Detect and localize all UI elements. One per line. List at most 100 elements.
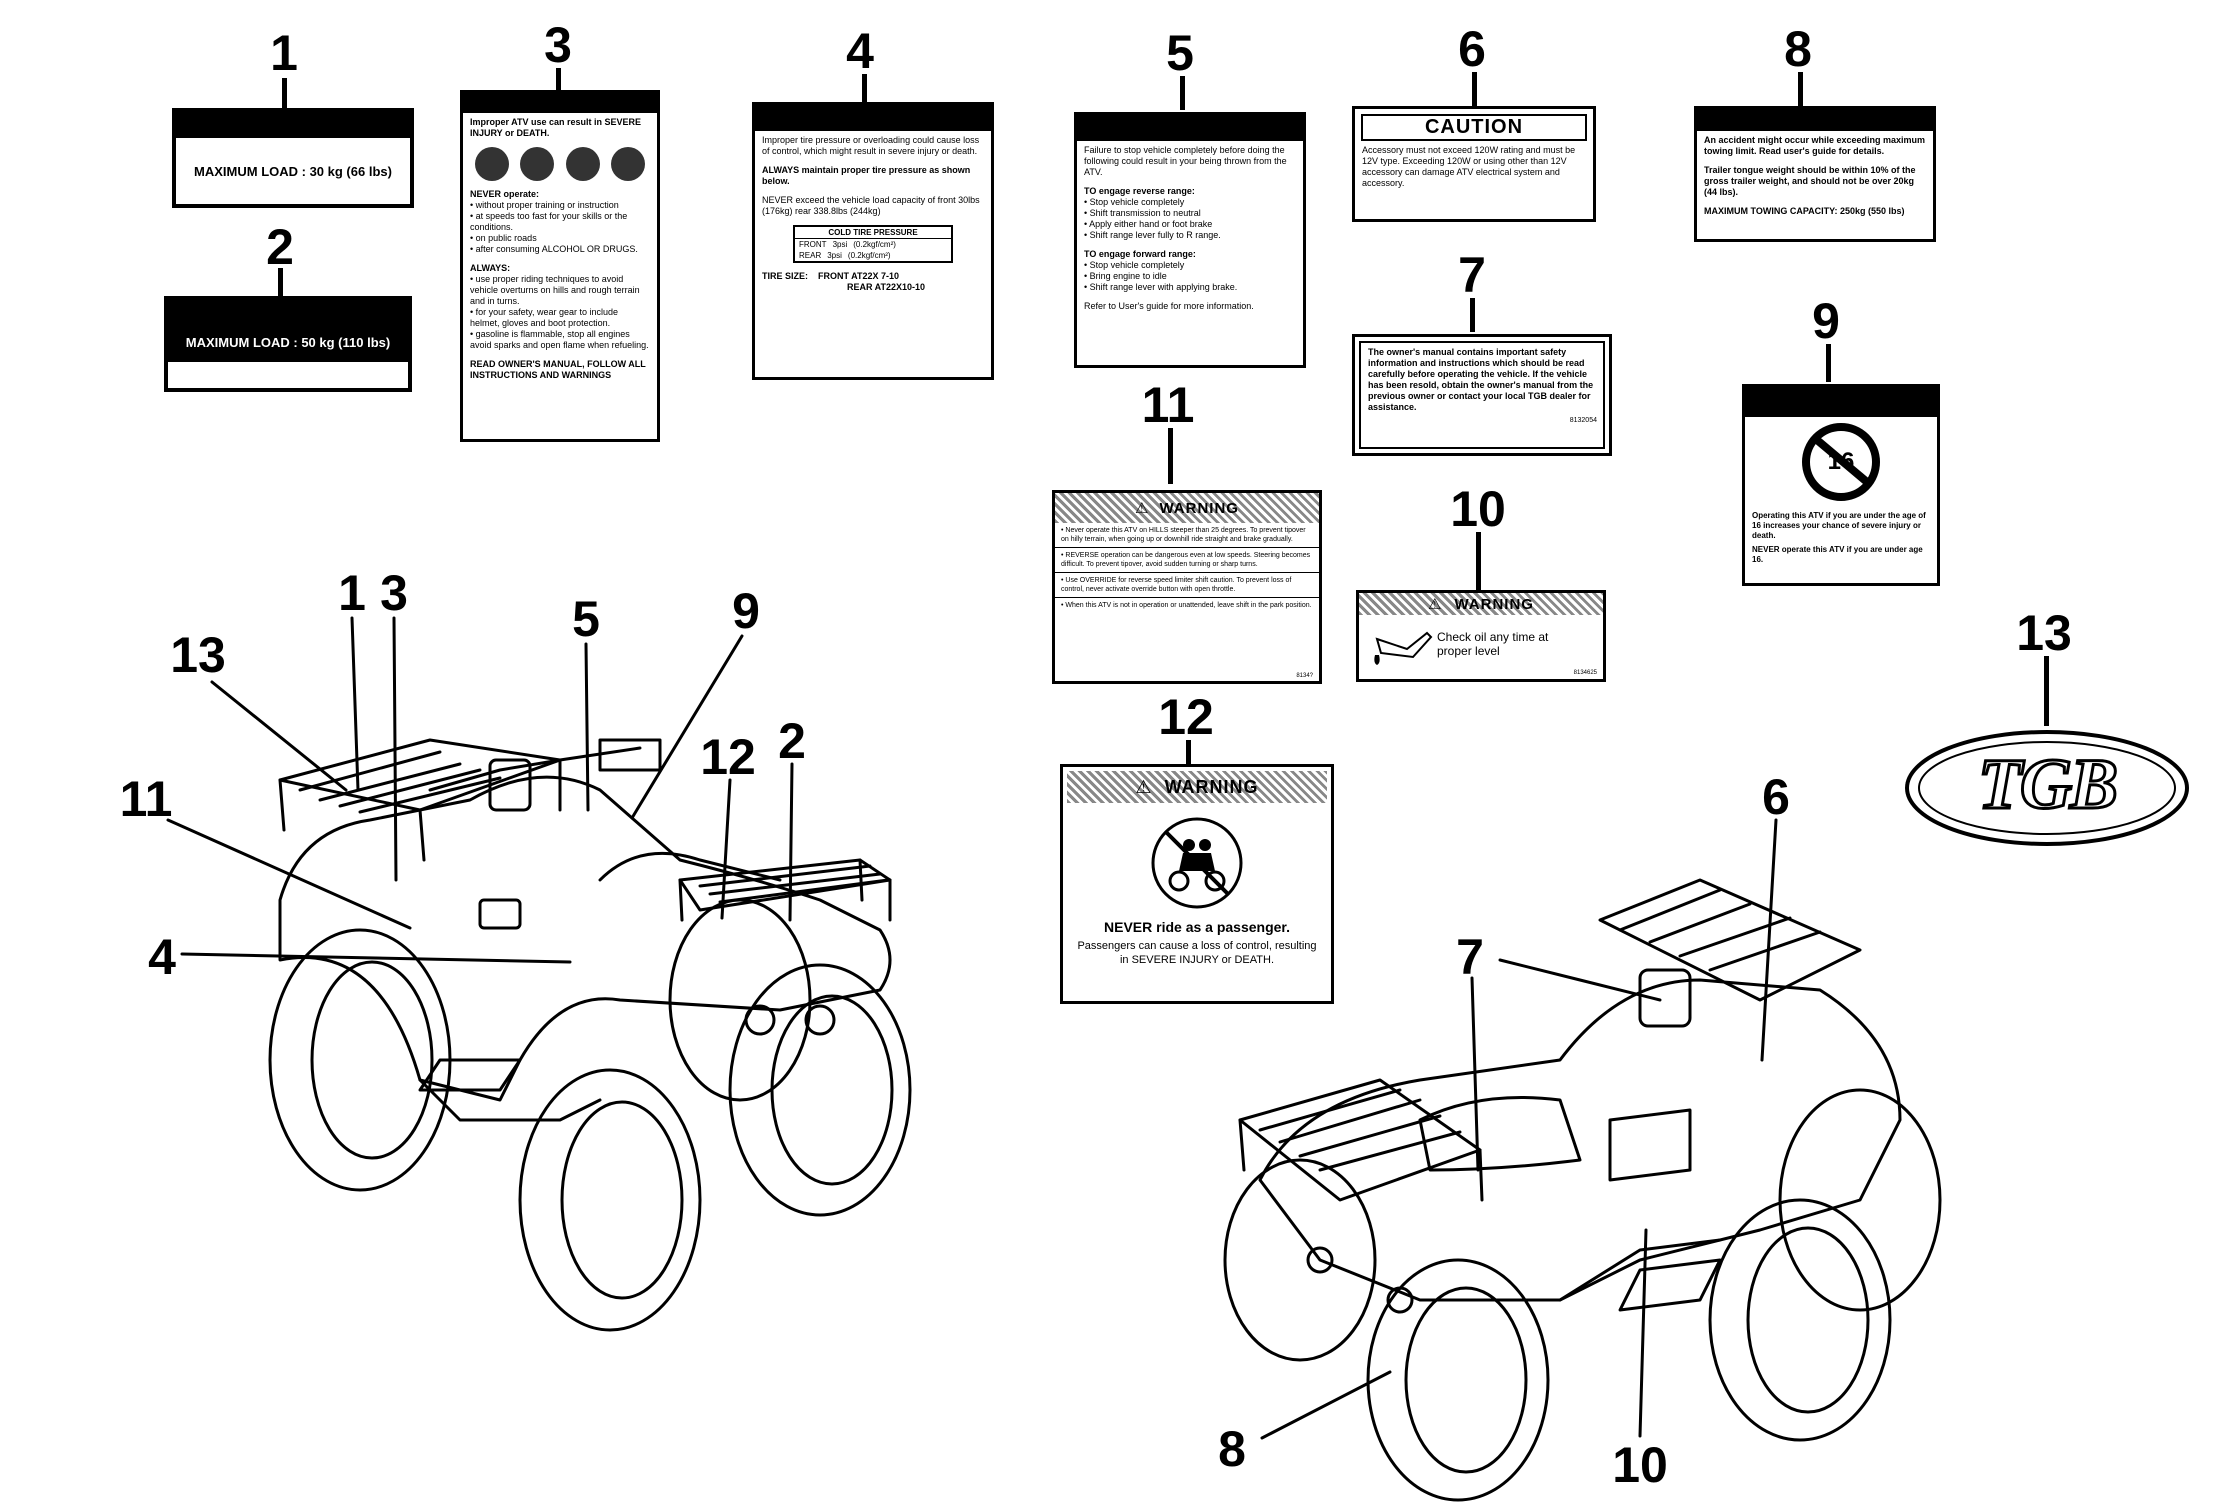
leader-line — [862, 74, 867, 102]
leader-line — [1798, 72, 1803, 106]
leader-line — [1168, 428, 1173, 484]
label-3-footer: READ OWNER'S MANUAL, FOLLOW ALL INSTRUCT… — [470, 359, 646, 380]
label-8-towing-warning: An accident might occur while exceeding … — [1694, 106, 1936, 242]
callout-6: 6 — [1458, 21, 1486, 77]
no-alcohol-icon — [611, 147, 646, 181]
tgb-emblem: TGB — [1902, 726, 2192, 850]
label-5-footer: Refer to User's guide for more informati… — [1084, 301, 1254, 311]
label-7-owners-manual: The owner's manual contains important sa… — [1352, 334, 1612, 456]
label-11-code: 8134? — [1296, 673, 1313, 679]
label-12-title: WARNING — [1164, 776, 1259, 797]
callout-13: 13 — [170, 627, 226, 683]
callout-12: 12 — [700, 729, 756, 785]
label-4-tire-size: TIRE SIZE: FRONT AT22X 7-10 — [755, 267, 991, 282]
emblem-oval-icon — [1905, 730, 2189, 846]
leader-line — [1472, 72, 1477, 106]
label-10-header: ⚠ WARNING — [1359, 593, 1603, 615]
oil-can-icon — [1374, 631, 1433, 665]
callout-9: 9 — [1812, 293, 1840, 349]
tire-size-label: TIRE SIZE: — [762, 271, 809, 281]
no-road-icon — [565, 147, 600, 181]
callout-2: 2 — [266, 219, 294, 275]
leader-line — [556, 68, 561, 90]
label-11-item: • REVERSE operation can be dangerous eve… — [1055, 548, 1319, 573]
label-10-body: Check oil any time at proper level — [1359, 615, 1603, 673]
callout-8: 8 — [1784, 21, 1812, 77]
table-cell: REAR — [799, 251, 822, 260]
callout-1: 1 — [338, 565, 366, 621]
label-3-never-item: • after consuming ALCOHOL OR DRUGS. — [470, 244, 638, 254]
label-4-tire-pressure: Improper tire pressure or overloading co… — [752, 102, 994, 380]
label-3-always-item: • gasoline is flammable, stop all engine… — [470, 329, 649, 350]
label-3-never-item: • on public roads — [470, 233, 537, 243]
label-3-pictograms — [463, 143, 657, 185]
leader-line — [1476, 532, 1481, 590]
callout-6: 6 — [1762, 769, 1790, 825]
label-3-always-item: • use proper riding techniques to avoid … — [470, 274, 640, 306]
emblem-text: TGB — [1977, 743, 2120, 826]
table-cell: (0.2kgf/cm²) — [847, 251, 891, 260]
label-2-max-load-50kg: MAXIMUM LOAD : 50 kg (110 lbs) — [164, 296, 412, 392]
tire-pressure-table-title: COLD TIRE PRESSURE — [795, 227, 951, 239]
label-3-never-item: • at speeds too fast for your skills or … — [470, 211, 628, 232]
label-3-never-title: NEVER operate: — [470, 189, 540, 199]
label-5-forward-title: TO engage forward range: — [1084, 249, 1196, 259]
label-3-never-item: • without proper training or instruction — [470, 200, 619, 210]
leader-line — [1826, 344, 1831, 382]
label-6-title: CAUTION — [1361, 114, 1587, 141]
label-4-never: NEVER exceed the vehicle load capacity o… — [762, 195, 980, 216]
leader-line — [2044, 656, 2049, 726]
label-9-p2: NEVER operate this ATV if you are under … — [1752, 545, 1923, 564]
callout-5: 5 — [1166, 25, 1194, 81]
warning-triangle-icon: ⚠ — [1428, 596, 1443, 613]
label-10-title: WARNING — [1454, 595, 1534, 613]
no-rider-icon — [474, 147, 509, 181]
label-5-step: • Stop vehicle completely — [1084, 260, 1185, 270]
tire-size-rear: REAR AT22X10-10 — [847, 282, 926, 292]
label-1-max-load-30kg: MAXIMUM LOAD : 30 kg (66 lbs) — [172, 108, 414, 208]
label-5-step: • Apply either hand or foot brake — [1084, 219, 1213, 229]
leader-line — [1186, 740, 1191, 764]
label-9-age-warning: 16 Operating this ATV if you are under t… — [1742, 384, 1940, 586]
leader-line — [278, 268, 283, 296]
label-5-step: • Stop vehicle completely — [1084, 197, 1185, 207]
label-7-text: The owner's manual contains important sa… — [1368, 347, 1594, 412]
callout-5: 5 — [572, 591, 600, 647]
callout-7: 7 — [1458, 247, 1486, 303]
label-5-step: • Shift range lever fully to R range. — [1084, 230, 1221, 240]
label-5-reverse-title: TO engage reverse range: — [1084, 186, 1195, 196]
label-3-intro: Improper ATV use can result in SEVERE IN… — [470, 117, 642, 138]
callout-12: 12 — [1158, 689, 1214, 745]
tire-size-front: FRONT AT22X 7-10 — [818, 271, 900, 281]
label-12-passenger-warning: ⚠ WARNING NEVER ride as a passenger. Pas… — [1060, 764, 1334, 1004]
callout-11: 11 — [1141, 377, 1195, 433]
table-cell: 3psi — [827, 251, 842, 260]
callout-1: 1 — [270, 25, 298, 81]
callout-4: 4 — [148, 929, 176, 985]
tire-pressure-table: COLD TIRE PRESSURE FRONT 3psi (0.2kgf/cm… — [793, 225, 953, 263]
label-3-safety-warning: Improper ATV use can result in SEVERE IN… — [460, 90, 660, 442]
label-9-p1: Operating this ATV if you are under the … — [1752, 511, 1926, 540]
label-6-caution-accessory: CAUTION Accessory must not exceed 120W r… — [1352, 106, 1596, 222]
callout-3: 3 — [380, 565, 408, 621]
no-passenger-pictogram — [1063, 807, 1331, 919]
label-11-item: • Never operate this ATV on HILLS steepe… — [1055, 523, 1319, 548]
callout-2: 2 — [778, 713, 806, 769]
label-2-text: MAXIMUM LOAD : 50 kg (110 lbs) — [164, 322, 412, 362]
leader-line — [1470, 298, 1475, 332]
label-7-code: 8132054 — [1569, 417, 1597, 424]
callout-9: 9 — [732, 583, 760, 639]
callout-7: 7 — [1456, 929, 1484, 985]
label-3-always-title: ALWAYS: — [470, 263, 511, 273]
label-5-step: • Bring engine to idle — [1084, 271, 1167, 281]
label-12-header: ⚠ WARNING — [1067, 771, 1327, 803]
label-10-oil-warning: ⚠ WARNING Check oil any time at proper l… — [1356, 590, 1606, 682]
label-11-header: ⚠ WARNING — [1055, 493, 1319, 523]
table-row: REAR 3psi (0.2kgf/cm²) — [795, 250, 951, 261]
callout-8: 8 — [1218, 1421, 1246, 1477]
label-12-line1: NEVER ride as a passenger. — [1104, 919, 1290, 935]
table-cell: 3psi — [832, 240, 848, 249]
label-5-step: • Shift range lever with applying brake. — [1084, 282, 1238, 292]
label-3-always-item: • for your safety, wear gear to include … — [470, 307, 619, 328]
label-11-title: WARNING — [1159, 499, 1239, 517]
